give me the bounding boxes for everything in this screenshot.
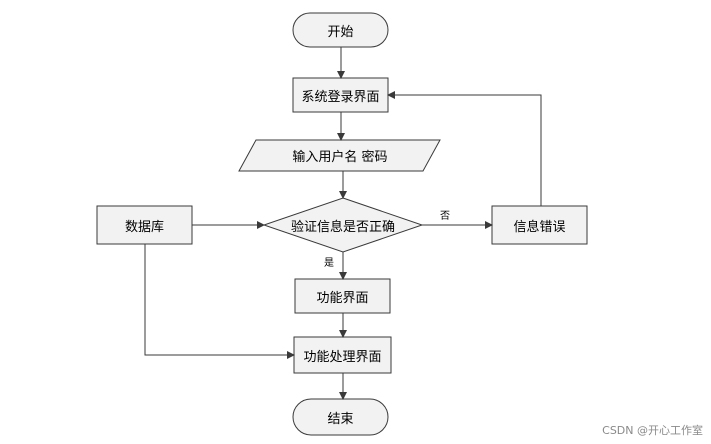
database-node	[96, 205, 193, 245]
input-node	[238, 139, 441, 172]
end-node	[292, 398, 389, 436]
function-node	[294, 278, 391, 314]
process-node	[293, 336, 392, 374]
edge-database-process	[144, 244, 295, 359]
edge-label-yes: 是	[324, 258, 334, 269]
start-node	[292, 12, 389, 48]
edge-label-no: 否	[440, 211, 450, 222]
watermark: CSDN @开心工作室	[602, 424, 703, 437]
login-node	[292, 77, 389, 113]
error-node	[491, 205, 588, 245]
edge-error-login	[387, 91, 542, 206]
verify-node	[262, 197, 424, 253]
